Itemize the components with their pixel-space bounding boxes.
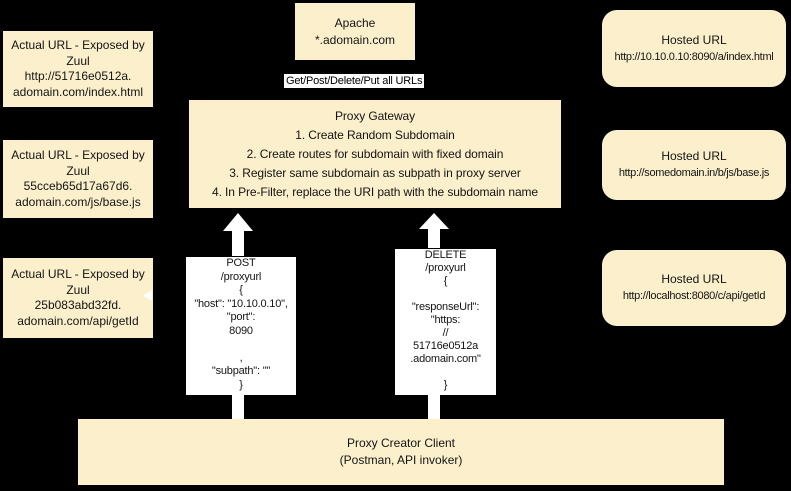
delete-up-arrow [419,213,449,248]
client-title: Proxy Creator Client [346,436,456,450]
delete-line [395,366,496,379]
hosted-url-box-3: Hosted URL http://localhost:8080/c/api/g… [602,250,786,326]
actual-url-1-line: Zuul [66,53,90,68]
actual-url-box-2: Actual URL - Exposed by Zuul 55cceb65d17… [3,140,153,218]
post-line: /proxyurl [220,270,262,283]
actual-url-1-line: adomain.com/index.html [12,84,144,99]
post-line: "host": "10.10.0.10", [194,297,288,310]
hosted-url-box-2: Hosted URL http://somedomain.in/b/js/bas… [602,130,786,200]
delete-line: .adomain.com" [410,353,481,365]
delete-line: "https: [430,314,461,326]
apache-title: Apache [334,15,376,30]
proxy-gateway-box: Proxy Gateway 1. Create Random Subdomain… [189,100,561,208]
hosted-url-2-url: http://somedomain.in/b/js/base.js [618,167,770,179]
delete-line: /proxyurl [425,262,466,274]
delete-line: { [443,275,448,287]
delete-line: } [443,379,448,391]
delete-line [395,288,496,301]
delete-line: 51716e0512a [412,340,479,352]
post-line: { [239,284,243,296]
gateway-step-3: 3. Register same subdomain as subpath in… [229,165,521,180]
actual-url-2-line: 55cceb65d17a67d6. [23,179,133,193]
delete-line: DELETE [424,249,467,261]
delete-line: "responseUrl": [411,301,480,313]
hosted-url-1-url: http://10.10.0.10:8090/a/index.html [614,50,774,63]
actual-url-3-line: 25b083abd32fd. [34,298,122,312]
post-up-arrow [223,213,253,256]
hosted-url-2-title: Hosted URL [661,149,727,163]
hosted-url-3-url: http://localhost:8080/c/api/getId [622,290,766,302]
client-box: Proxy Creator Client (Postman, API invok… [78,419,724,485]
actual-url-box-1: Actual URL - Exposed by Zuul http://5171… [3,31,153,107]
gateway-step-1: 1. Create Random Subdomain [295,127,455,142]
post-line: "subpath": "" [211,365,271,377]
post-line: } [239,378,243,391]
arrow-notch [143,290,152,301]
client-subtitle: (Postman, API invoker) [339,453,463,467]
delete-client-connector [428,394,440,419]
gateway-step-2: 2. Create routes for subdomain with fixe… [246,146,504,161]
actual-url-3-line: adomain.com/api/getId [17,313,139,328]
actual-url-2-line: Actual URL - Exposed by [11,148,145,162]
actual-url-1-line: Actual URL - Exposed by [11,38,145,52]
post-line: , [239,351,243,364]
post-request-box: POST /proxyurl { "host": "10.10.0.10", "… [185,256,297,396]
delete-request-box: DELETE /proxyurl { "responseUrl": "https… [394,248,497,396]
actual-url-3-line: Zuul [66,282,90,297]
hosted-url-3-title: Hosted URL [661,272,727,286]
actual-url-2-line: adomain.com/js/base.js [15,194,141,209]
hosted-url-1-title: Hosted URL [661,32,727,47]
actual-url-2-line: Zuul [66,163,90,178]
actual-url-1-line: http://51716e0512a. [24,69,132,83]
traffic-label: Get/Post/Delete/Put all URLs [284,74,425,88]
post-line: "port": [226,311,256,323]
actual-url-box-3: Actual URL - Exposed by Zuul 25b083abd32… [3,258,153,338]
delete-line: // [442,327,449,339]
post-line [186,338,296,352]
apache-box: Apache *.adomain.com [295,3,415,60]
post-line: 8090 [229,324,253,337]
gateway-title: Proxy Gateway [334,108,416,123]
hosted-url-box-1: Hosted URL http://10.10.0.10:8090/a/inde… [602,10,786,87]
actual-url-3-line: Actual URL - Exposed by [11,267,145,281]
post-client-connector [232,394,244,419]
post-line: POST [226,257,256,269]
gateway-step-4: 4. In Pre-Filter, replace the URI path w… [212,184,538,199]
apache-domain: *.adomain.com [314,32,396,47]
